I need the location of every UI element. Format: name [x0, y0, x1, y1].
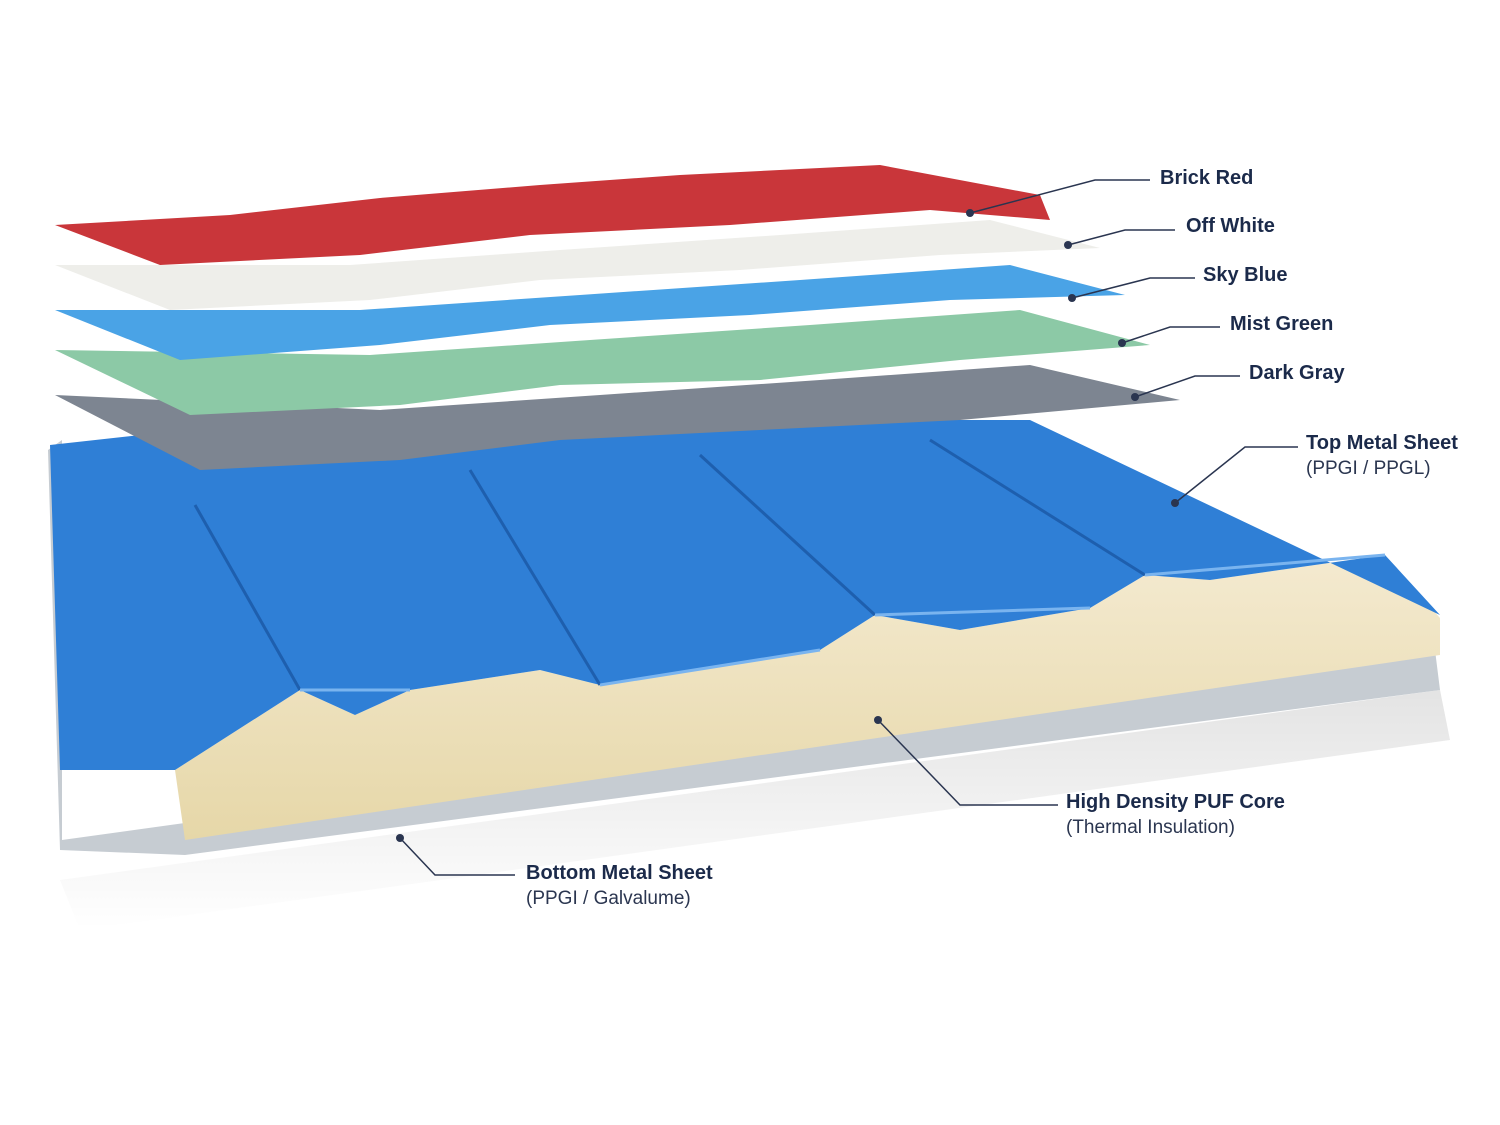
- label-brick-red: Brick Red: [1160, 165, 1253, 191]
- label-bottom-metal-sheet-sub: (PPGI / Galvalume): [526, 888, 691, 909]
- ground-shadow: [60, 690, 1450, 930]
- label-dark-gray: Dark Gray: [1249, 360, 1345, 386]
- sky-blue-sheet: [55, 265, 1125, 360]
- label-brick-red-title: Brick Red: [1160, 167, 1254, 189]
- label-top-metal-sheet-title: Top Metal Sheet: [1306, 432, 1458, 454]
- label-mist-green: Mist Green: [1230, 311, 1333, 337]
- label-sky-blue: Sky Blue: [1203, 262, 1287, 288]
- label-puf-core: High Density PUF Core (Thermal Insulatio…: [1066, 789, 1285, 841]
- dark-gray-sheet: [55, 365, 1180, 470]
- label-bottom-metal-sheet: Bottom Metal Sheet (PPGI / Galvalume): [526, 860, 713, 912]
- mist-green-sheet: [55, 310, 1150, 415]
- label-bottom-metal-sheet-title: Bottom Metal Sheet: [526, 862, 713, 884]
- puf-core: [175, 555, 1440, 840]
- top-metal-sheet: [50, 420, 1440, 770]
- bottom-metal-sheet: [48, 440, 1440, 855]
- label-top-metal-sheet-sub: (PPGI / PPGL): [1306, 458, 1431, 479]
- leader-dots: [396, 209, 1179, 842]
- label-top-metal-sheet: Top Metal Sheet (PPGI / PPGL): [1306, 430, 1458, 482]
- label-sky-blue-title: Sky Blue: [1203, 264, 1288, 286]
- label-puf-core-title: High Density PUF Core: [1066, 791, 1285, 813]
- label-mist-green-title: Mist Green: [1230, 313, 1334, 335]
- leader-lines: [399, 179, 1298, 876]
- label-off-white: Off White: [1186, 213, 1275, 239]
- label-off-white-title: Off White: [1186, 215, 1275, 237]
- off-white-sheet: [55, 220, 1100, 310]
- brick-red-sheet: [55, 165, 1050, 265]
- label-puf-core-sub: (Thermal Insulation): [1066, 817, 1235, 838]
- label-dark-gray-title: Dark Gray: [1249, 362, 1345, 384]
